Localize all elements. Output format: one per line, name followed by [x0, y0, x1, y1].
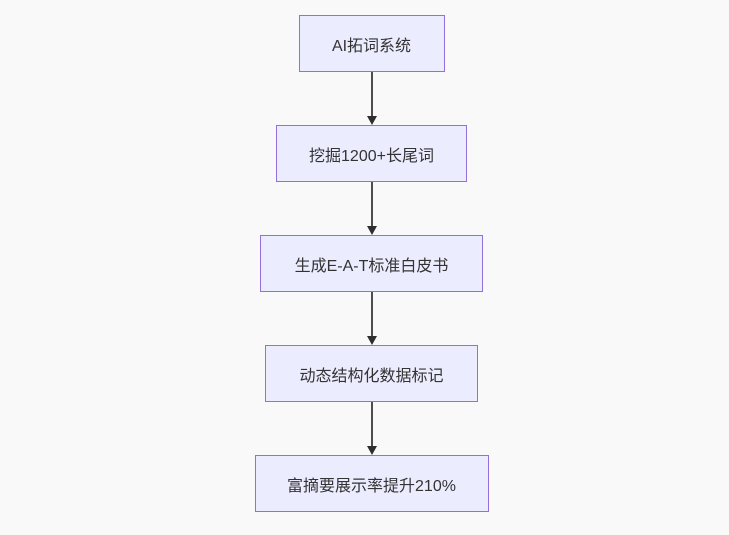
flowchart: AI拓词系统 挖掘1200+长尾词 生成E-A-T标准白皮书 动态结构化数据标记…: [7, 15, 729, 512]
arrow-down-icon: [366, 182, 377, 235]
flow-node-rich-snippet-result: 富摘要展示率提升210%: [254, 455, 489, 512]
arrow-down-icon: [366, 292, 377, 345]
flow-node-label: 挖掘1200+长尾词: [309, 147, 434, 165]
arrow-head: [366, 116, 377, 125]
flow-node-structured-data-markup: 动态结构化数据标记: [265, 345, 478, 402]
arrow-line: [370, 72, 373, 117]
arrow-line: [370, 182, 373, 227]
flow-node-label: AI拓词系统: [331, 37, 412, 55]
flow-node-ai-keyword-system: AI拓词系统: [298, 15, 445, 72]
flow-node-eat-whitepaper: 生成E-A-T标准白皮书: [260, 235, 483, 292]
arrow-head: [366, 226, 377, 235]
arrow-down-icon: [366, 72, 377, 125]
flow-node-label: 富摘要展示率提升210%: [287, 477, 456, 495]
flow-node-label: 动态结构化数据标记: [299, 367, 444, 385]
flow-node-longtail-mining: 挖掘1200+长尾词: [276, 125, 467, 182]
arrow-down-icon: [366, 402, 377, 455]
arrow-line: [370, 292, 373, 337]
arrow-head: [366, 336, 377, 345]
arrow-head: [366, 446, 377, 455]
arrow-line: [370, 402, 373, 447]
flow-node-label: 生成E-A-T标准白皮书: [294, 257, 449, 275]
